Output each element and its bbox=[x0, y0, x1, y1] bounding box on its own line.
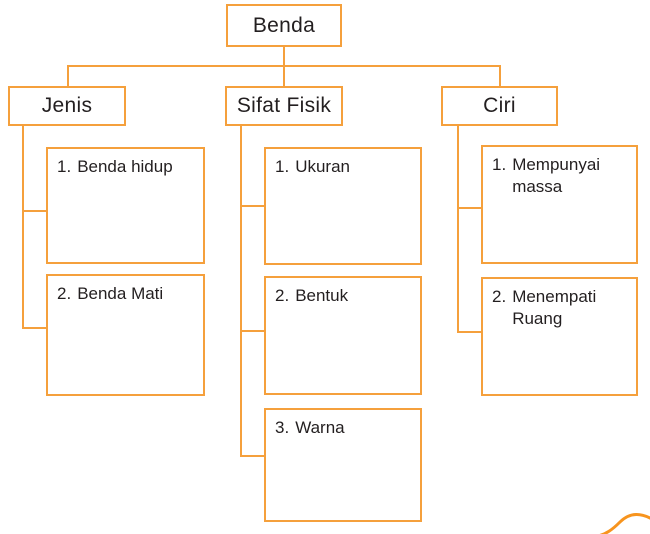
connector-stub-ciri-2 bbox=[457, 331, 482, 333]
leaf-label: Benda hidup bbox=[77, 157, 173, 176]
leaf-number: 2. bbox=[275, 286, 290, 305]
node-ciri[interactable]: Ciri bbox=[441, 86, 558, 126]
leaf-number: 1. bbox=[275, 157, 290, 176]
node-benda-label: Benda bbox=[252, 13, 316, 37]
leaf-row: 3. Warna bbox=[275, 417, 420, 439]
leaf-row: 1. Ukuran bbox=[275, 156, 420, 178]
node-jenis[interactable]: Jenis bbox=[8, 86, 126, 126]
connector-spine-jenis bbox=[22, 126, 24, 329]
leaf-row: 1. Benda hidup bbox=[57, 156, 203, 178]
leaf-row: 1. Mempunyai massa bbox=[492, 154, 636, 198]
corner-flourish-icon bbox=[599, 513, 650, 534]
connector-stub-ciri-1 bbox=[457, 207, 482, 209]
leaf-sifat-fisik-1[interactable]: 1. Ukuran bbox=[264, 147, 422, 265]
leaf-number: 3. bbox=[275, 418, 290, 437]
leaf-row: 2. Benda Mati bbox=[57, 283, 203, 305]
connector-stub-sifat-fisik-2 bbox=[240, 330, 265, 332]
leaf-sifat-fisik-2[interactable]: 2. Bentuk bbox=[264, 276, 422, 395]
leaf-label: Bentuk bbox=[295, 286, 349, 305]
leaf-sifat-fisik-3[interactable]: 3. Warna bbox=[264, 408, 422, 522]
leaf-jenis-1[interactable]: 1. Benda hidup bbox=[46, 147, 205, 264]
connector-root-stem bbox=[283, 47, 285, 66]
leaf-row: 2. Menempati Ruang bbox=[492, 286, 636, 330]
leaf-number: 2. bbox=[57, 284, 72, 303]
connector-stub-jenis-1 bbox=[22, 210, 47, 212]
connector-drop-ciri bbox=[499, 65, 501, 86]
leaf-ciri-1[interactable]: 1. Mempunyai massa bbox=[481, 145, 638, 264]
connector-stub-sifat-fisik-1 bbox=[240, 205, 265, 207]
node-benda[interactable]: Benda bbox=[226, 4, 342, 47]
connector-drop-jenis bbox=[67, 65, 69, 86]
leaf-label: Mempunyai massa bbox=[512, 155, 601, 196]
connector-stub-sifat-fisik-3 bbox=[240, 455, 265, 457]
node-sifat-fisik[interactable]: Sifat Fisik bbox=[225, 86, 343, 126]
leaf-label: Benda Mati bbox=[77, 284, 164, 303]
leaf-number: 1. bbox=[492, 155, 507, 174]
node-sifat-fisik-label: Sifat Fisik bbox=[236, 94, 332, 117]
leaf-ciri-2[interactable]: 2. Menempati Ruang bbox=[481, 277, 638, 396]
leaf-jenis-2[interactable]: 2. Benda Mati bbox=[46, 274, 205, 396]
node-jenis-label: Jenis bbox=[41, 94, 93, 117]
connector-spine-sifat-fisik bbox=[240, 126, 242, 456]
leaf-number: 2. bbox=[492, 287, 507, 306]
node-ciri-label: Ciri bbox=[483, 94, 516, 117]
connector-spine-ciri bbox=[457, 126, 459, 333]
leaf-number: 1. bbox=[57, 157, 72, 176]
connector-drop-sifat-fisik bbox=[283, 65, 285, 86]
leaf-row: 2. Bentuk bbox=[275, 285, 420, 307]
leaf-label: Ukuran bbox=[295, 157, 350, 176]
leaf-label: Warna bbox=[295, 418, 345, 437]
connector-stub-jenis-2 bbox=[22, 327, 47, 329]
leaf-label: Menempati Ruang bbox=[512, 287, 597, 328]
